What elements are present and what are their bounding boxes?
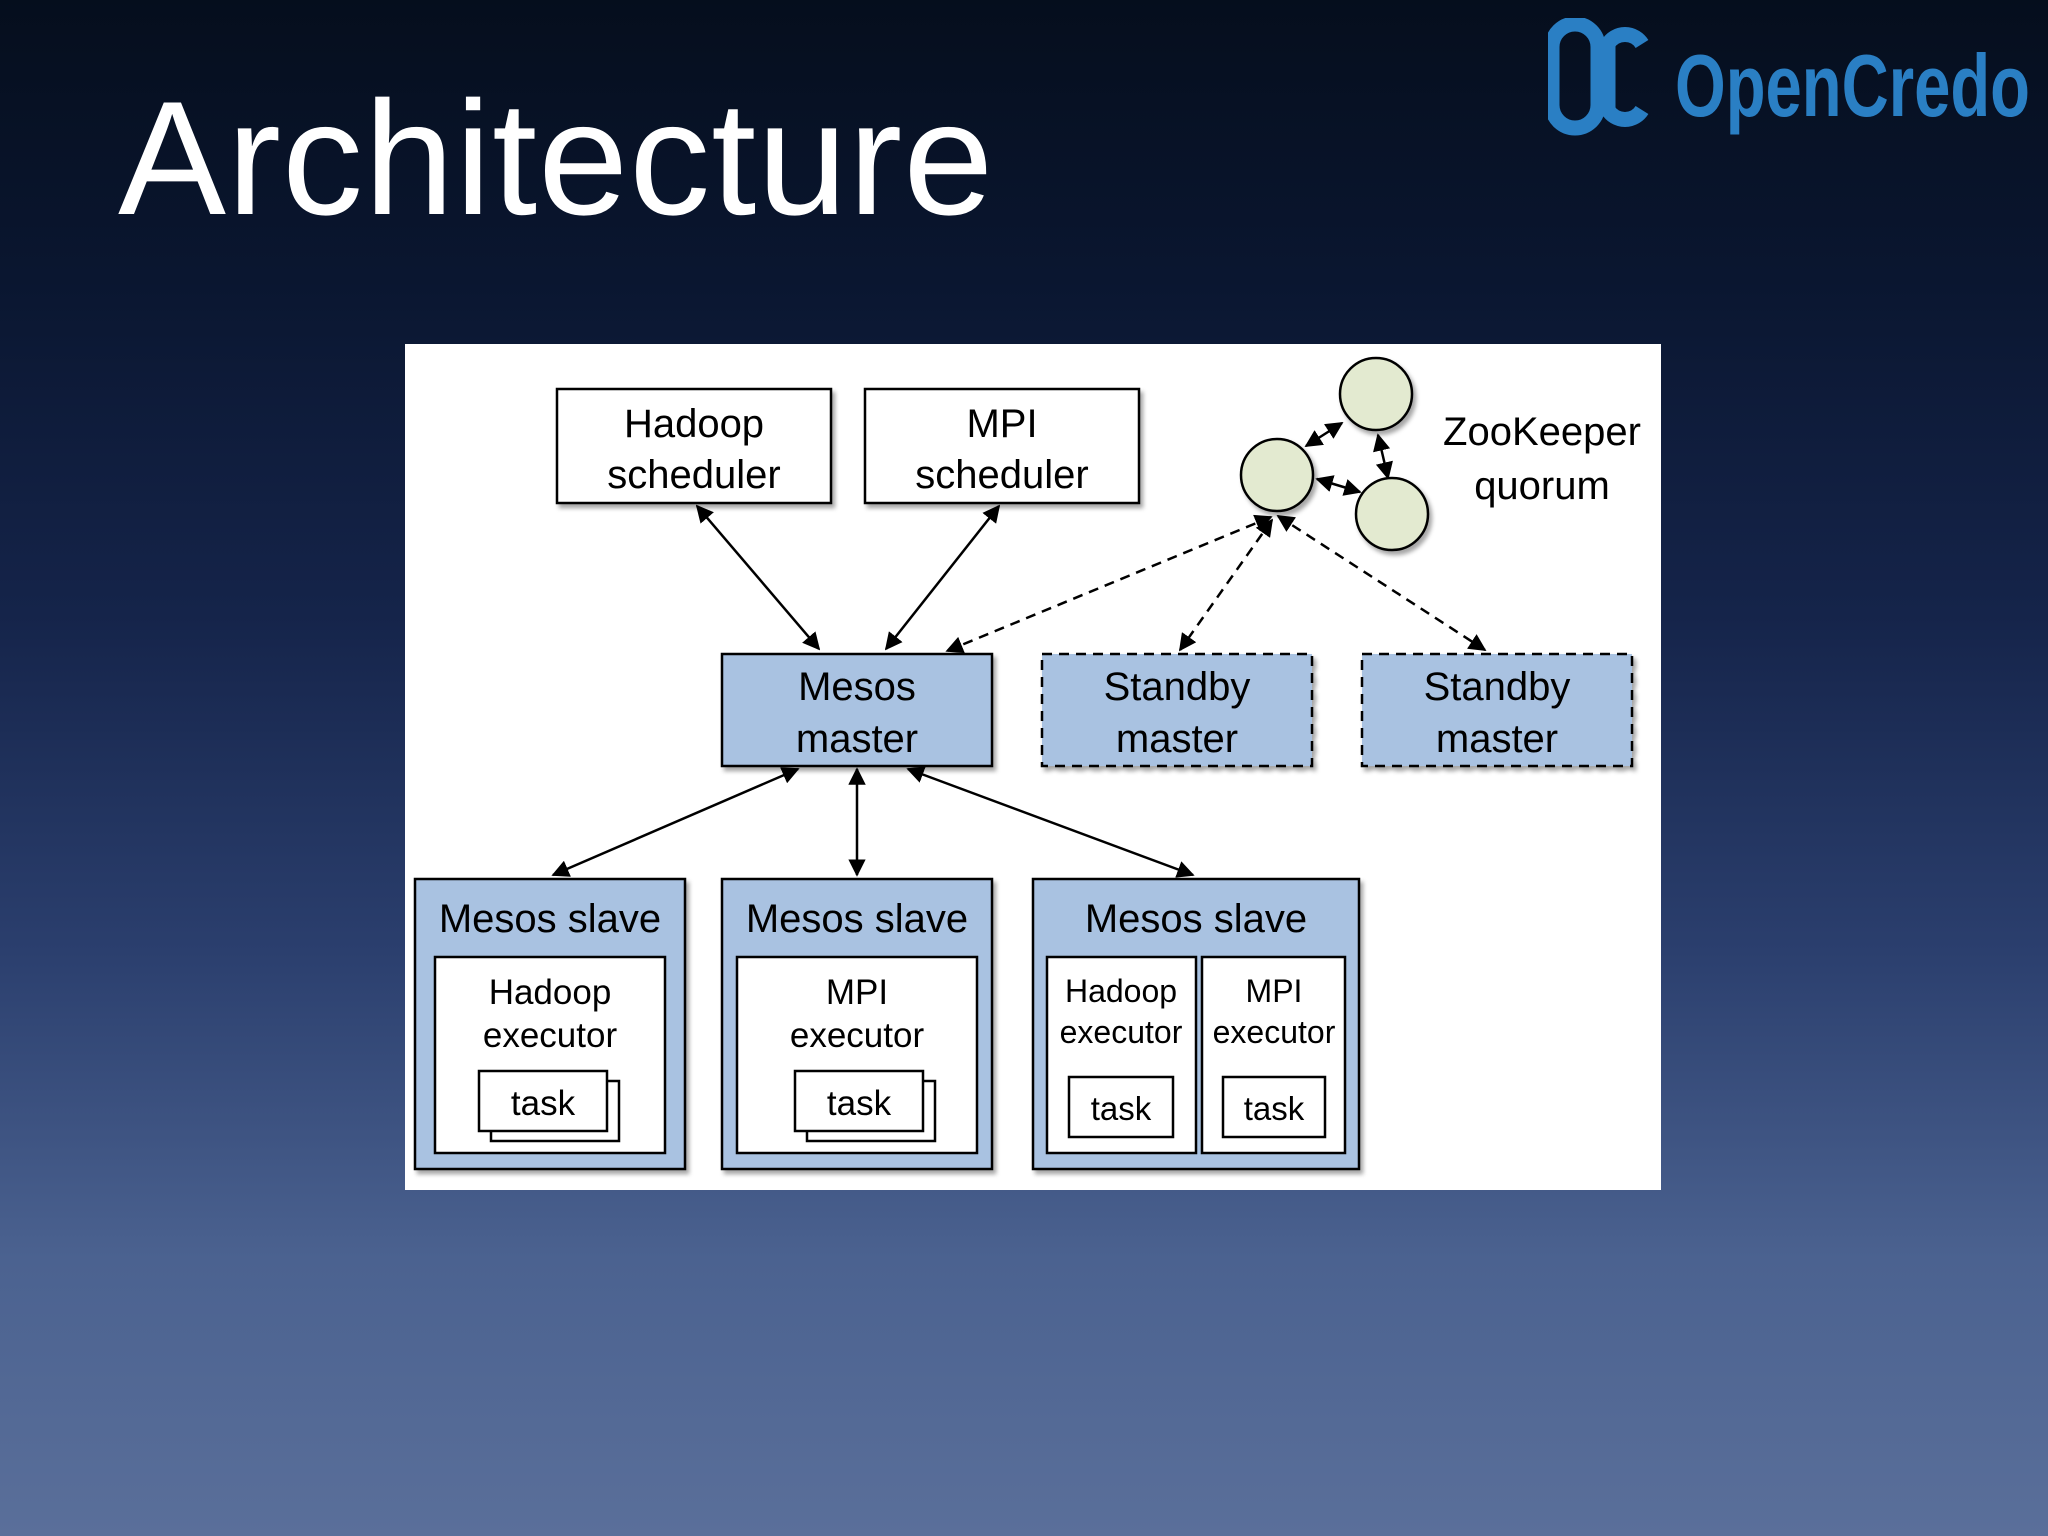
task-box — [1221, 1075, 1327, 1139]
slave-3-executor-1-line1: Hadoop — [1065, 973, 1177, 1009]
zk-node-link-2 — [1373, 433, 1393, 480]
task-box — [793, 1069, 925, 1133]
standby-master-1-line2: master — [1116, 717, 1238, 761]
mesos-slave-1-title: Mesos slave — [439, 897, 661, 941]
mpi-scheduler-master-link — [884, 504, 1001, 651]
hadoop-scheduler-line1: Hadoop — [624, 402, 764, 446]
hadoop-scheduler-line2: scheduler — [607, 453, 780, 497]
standby-master-1-line1: Standby — [1104, 665, 1251, 709]
zookeeper-node — [1239, 437, 1315, 513]
zookeeper-label-line1: ZooKeeper — [1443, 410, 1641, 454]
hadoop-scheduler-box: Hadoop scheduler — [555, 387, 833, 505]
slave-2-executor-line2: executor — [790, 1016, 925, 1055]
slave-2-executor-line1: MPI — [826, 973, 888, 1012]
mesos-slave-box: Mesos slave MPI executor task — [720, 877, 994, 1171]
zookeeper-standby1-link — [1178, 518, 1274, 652]
zookeeper-label-line2: quorum — [1474, 464, 1610, 508]
slave-1-executor-line2: executor — [483, 1016, 618, 1055]
zookeeper-node — [1354, 476, 1430, 552]
slave-3-task-1-label: task — [1091, 1090, 1152, 1127]
hadoop-scheduler-master-link — [695, 504, 821, 651]
task-box — [477, 1069, 609, 1133]
opencredo-logo: OpenCredo — [1548, 18, 2030, 136]
brand-name: OpenCredo — [1675, 36, 2030, 135]
mesos-master-line2: master — [796, 717, 918, 761]
slave-1-task-label: task — [511, 1084, 576, 1123]
zookeeper-standby2-link — [1276, 514, 1487, 652]
zk-node-link-3 — [1315, 475, 1362, 496]
slave-1-executor-line1: Hadoop — [489, 973, 612, 1012]
architecture-diagram: Hadoop scheduler MPI scheduler ZooKeeper… — [405, 344, 1661, 1190]
mesos-slave-3-title: Mesos slave — [1085, 897, 1307, 941]
slave-3-executor-2-line1: MPI — [1246, 973, 1303, 1009]
mesos-master-line1: Mesos — [798, 665, 916, 709]
mesos-slave-box: Mesos slave Hadoop executor task MPI exe… — [1031, 877, 1361, 1171]
mpi-scheduler-line2: scheduler — [915, 453, 1088, 497]
task-box — [1067, 1075, 1175, 1139]
slide-title: Architecture — [118, 68, 995, 249]
zookeeper-node — [1338, 356, 1414, 432]
standby-master-2-line1: Standby — [1424, 665, 1571, 709]
mpi-scheduler-box: MPI scheduler — [863, 387, 1141, 505]
slave-2-task-label: task — [827, 1084, 892, 1123]
slave-3-executor-2-line2: executor — [1213, 1014, 1336, 1050]
zookeeper-master-link — [945, 514, 1273, 654]
standby-master-box: Standby master — [1360, 652, 1634, 768]
mesos-master-box: Mesos master — [720, 652, 994, 768]
zk-node-link-1 — [1304, 421, 1344, 448]
connector-lines — [551, 421, 1487, 878]
master-slave3-link — [906, 766, 1195, 878]
slave-3-task-2-label: task — [1244, 1090, 1305, 1127]
standby-master-box: Standby master — [1040, 652, 1314, 768]
slave-3-executor-1-line2: executor — [1060, 1014, 1183, 1050]
zookeeper-quorum: ZooKeeper quorum — [1239, 356, 1641, 552]
mpi-scheduler-line1: MPI — [966, 402, 1037, 446]
standby-master-2-line2: master — [1436, 717, 1558, 761]
mesos-slave-2-title: Mesos slave — [746, 897, 968, 941]
oc-mark-icon — [1548, 18, 1649, 136]
mesos-slave-box: Mesos slave Hadoop executor task — [413, 877, 687, 1171]
master-slave1-link — [551, 767, 800, 877]
